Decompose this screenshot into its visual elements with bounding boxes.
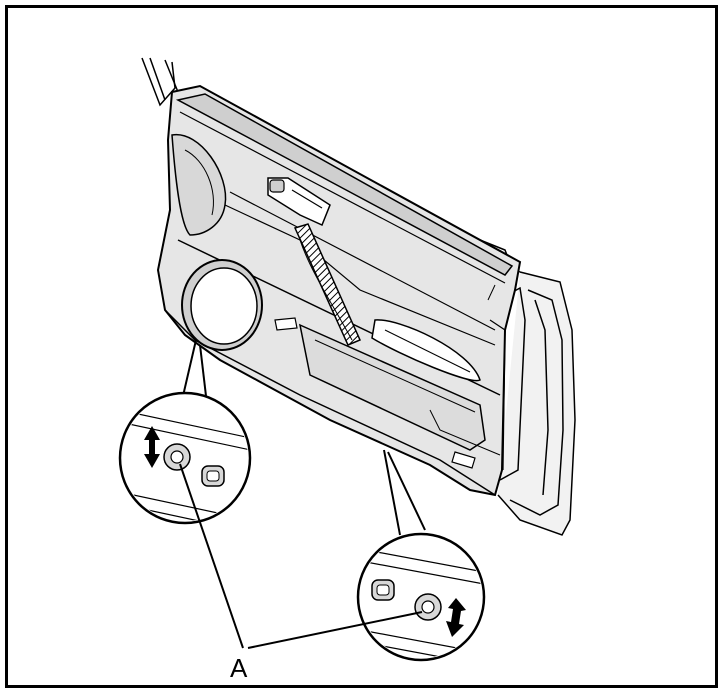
callout-label-a: A [230, 653, 248, 683]
detail-circle-left [118, 391, 252, 525]
fastener-clip-icon [163, 443, 191, 471]
double-arrow-icon [446, 598, 466, 637]
figure-frame [5, 5, 718, 688]
detail-circle-right [356, 532, 486, 662]
callout-lines [179, 463, 423, 649]
trim-clip-icon [371, 579, 395, 601]
handle-lever-icon [269, 179, 285, 193]
zoom-leader-lines [182, 339, 426, 536]
door-handle [267, 177, 331, 227]
door-shell [141, 57, 576, 536]
grille-strip [293, 223, 361, 346]
door-trim-panel [156, 84, 522, 497]
fastener-clip-icon [414, 593, 442, 621]
speaker-grille-icon [181, 259, 263, 351]
trim-clip-icon [201, 465, 225, 487]
double-arrow-icon [144, 426, 160, 468]
